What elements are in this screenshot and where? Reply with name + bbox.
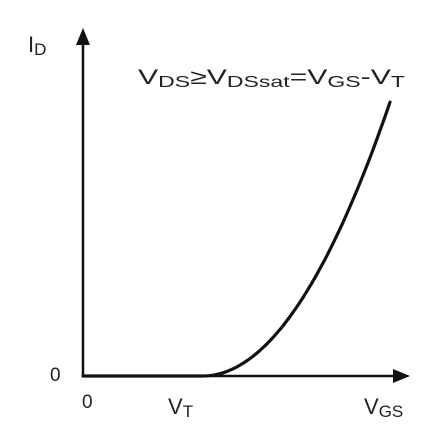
- annotation-segment: DSsat: [227, 74, 290, 91]
- x-axis-arrow: [393, 369, 410, 383]
- annotation-segment: -: [361, 66, 371, 89]
- series-line-drain-current: [81, 100, 392, 378]
- annotation-segment: DS: [158, 74, 190, 91]
- annotation-segment: GS: [327, 74, 360, 91]
- threshold-voltage-label: VT: [168, 394, 193, 421]
- annotation-segment: ≥: [190, 66, 207, 89]
- annotation-segment: V: [307, 66, 327, 89]
- annotation-segment: V: [138, 66, 158, 89]
- annotation-segment: V: [371, 66, 391, 89]
- y-axis-label: ID: [28, 32, 46, 59]
- y-axis-arrow: [76, 28, 90, 45]
- annotation-segment: T: [391, 74, 405, 91]
- annotation-segment: V: [207, 66, 227, 89]
- annotation-segment: =: [290, 66, 308, 89]
- y-tick-label-zero: 0: [50, 365, 61, 386]
- x-tick-label-zero: 0: [82, 392, 93, 413]
- x-axis-label: VGS: [364, 394, 403, 421]
